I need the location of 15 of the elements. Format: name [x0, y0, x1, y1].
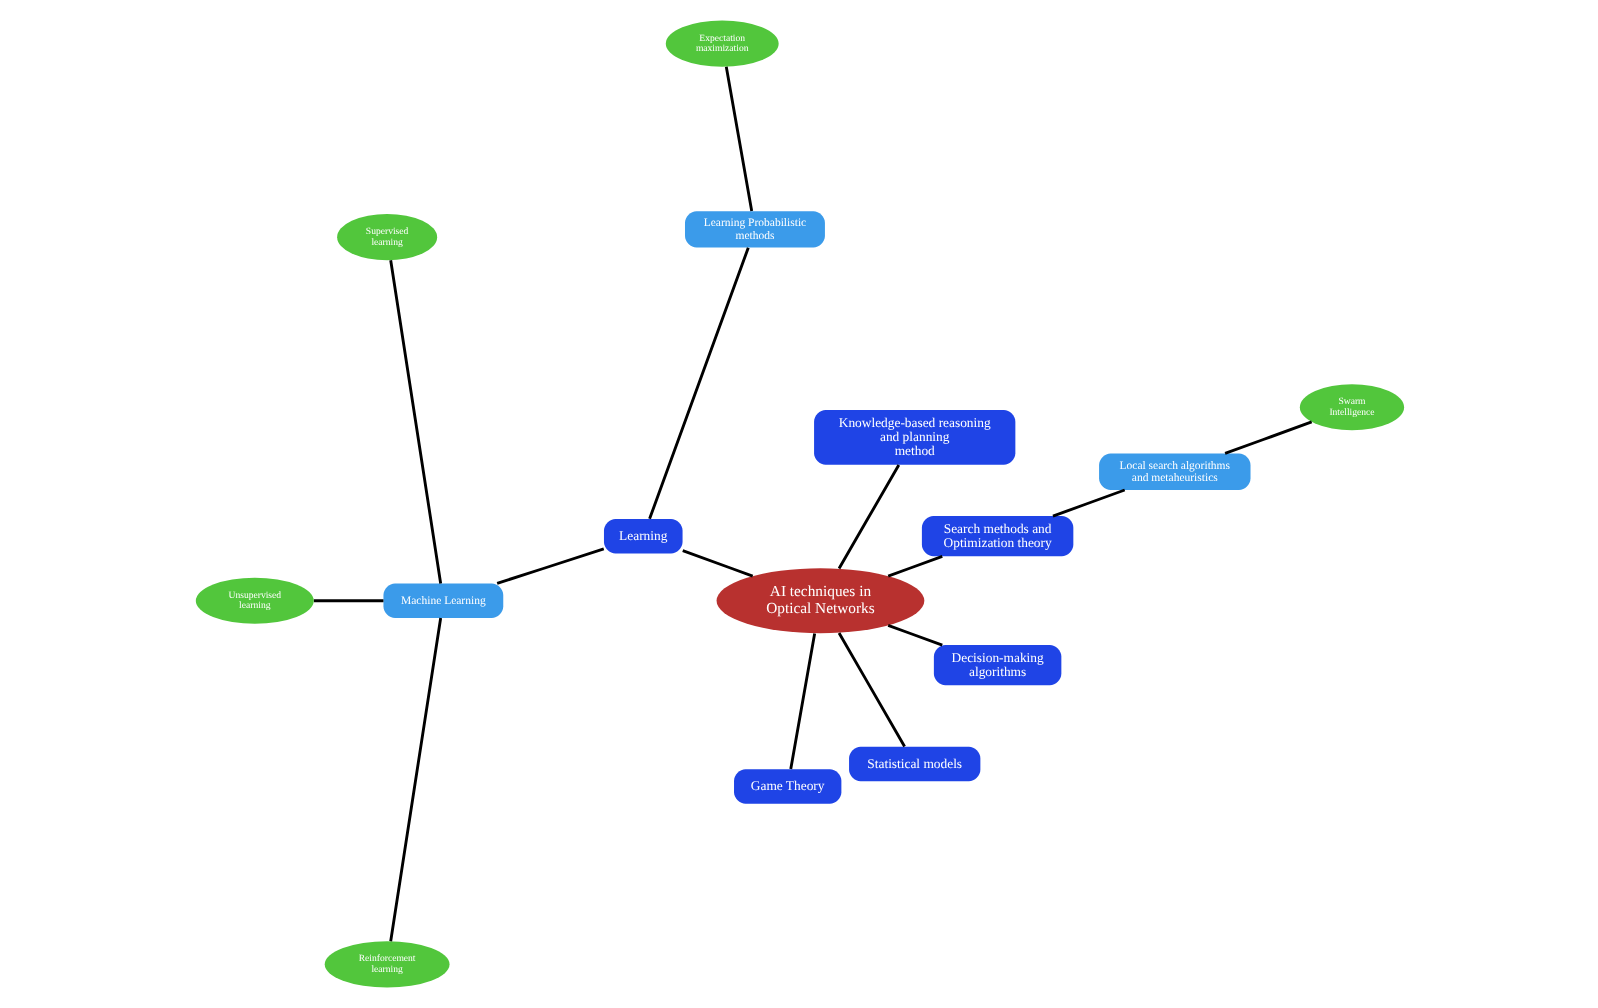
- connector: [681, 549, 753, 578]
- connector: [886, 624, 942, 647]
- connector: [647, 247, 749, 520]
- connector: [1223, 420, 1312, 455]
- connector: [836, 632, 905, 748]
- node-ellipse: AI techniques in Optical Networks: [715, 568, 924, 634]
- connector: [723, 66, 753, 212]
- connector: [388, 617, 442, 942]
- connector: [388, 260, 442, 584]
- connector: [1051, 488, 1125, 518]
- connector: [886, 555, 942, 578]
- connector: [312, 599, 383, 603]
- connector: [836, 464, 900, 570]
- connector: [788, 633, 816, 770]
- connector: [495, 547, 604, 585]
